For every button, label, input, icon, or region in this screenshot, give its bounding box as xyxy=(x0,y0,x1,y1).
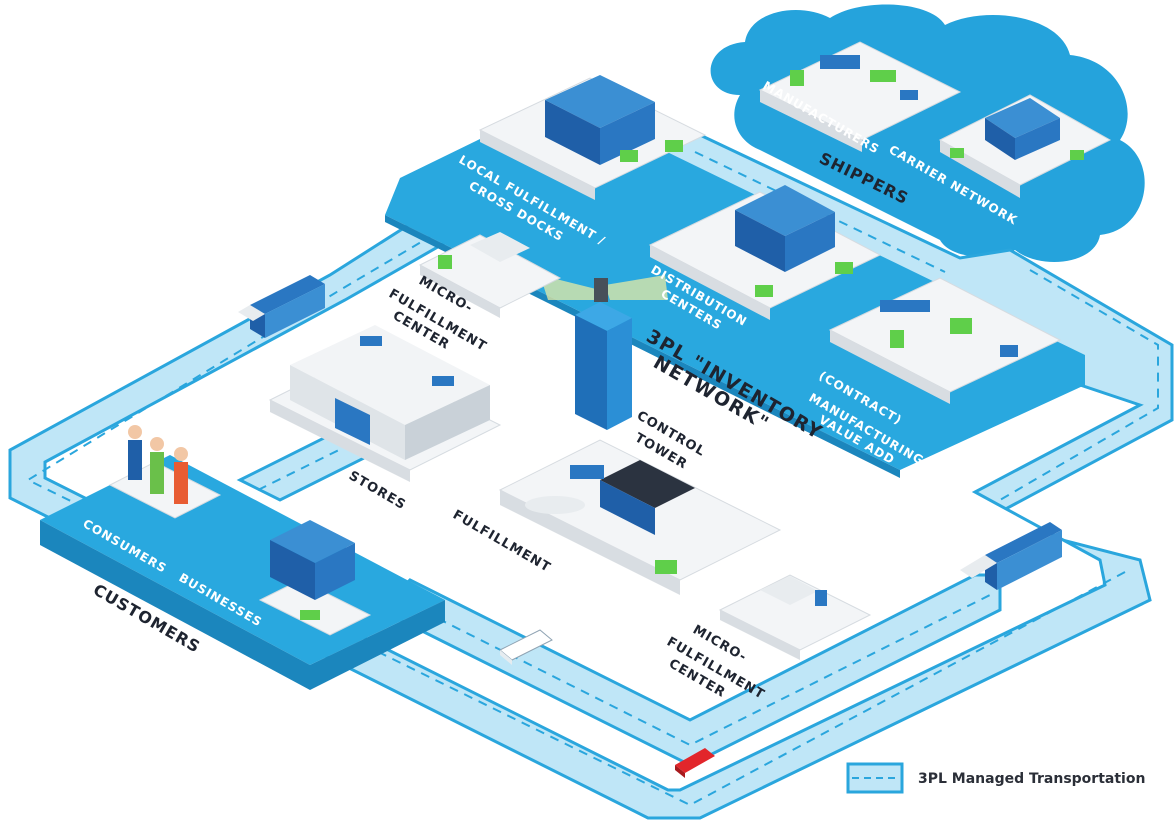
legend-label: 3PL Managed Transportation xyxy=(918,771,1145,787)
stores-facility xyxy=(268,325,502,482)
consumers-people xyxy=(108,425,222,519)
distribution-center-facility xyxy=(648,185,882,320)
control-tower xyxy=(575,278,632,430)
local-fulfillment-facility xyxy=(478,75,707,200)
fulfillment-facility xyxy=(498,439,782,595)
micro-fulfillment-top-facility xyxy=(418,232,562,318)
legend: 3PL Managed Transportation xyxy=(846,762,1145,794)
outer-road-dash xyxy=(25,151,1159,807)
van xyxy=(499,629,553,665)
truck-left xyxy=(238,275,325,338)
light-beam-right xyxy=(605,275,668,300)
carrier-network-facility xyxy=(938,94,1112,198)
contract-manufacturing-facility xyxy=(828,277,1062,404)
red-car xyxy=(675,748,715,778)
light-beam-left xyxy=(540,275,600,300)
truck-right xyxy=(960,522,1062,590)
manufacturers-facility xyxy=(758,41,962,152)
businesses-building xyxy=(258,520,372,636)
micro-fulfillment-bottom-facility xyxy=(718,574,872,660)
